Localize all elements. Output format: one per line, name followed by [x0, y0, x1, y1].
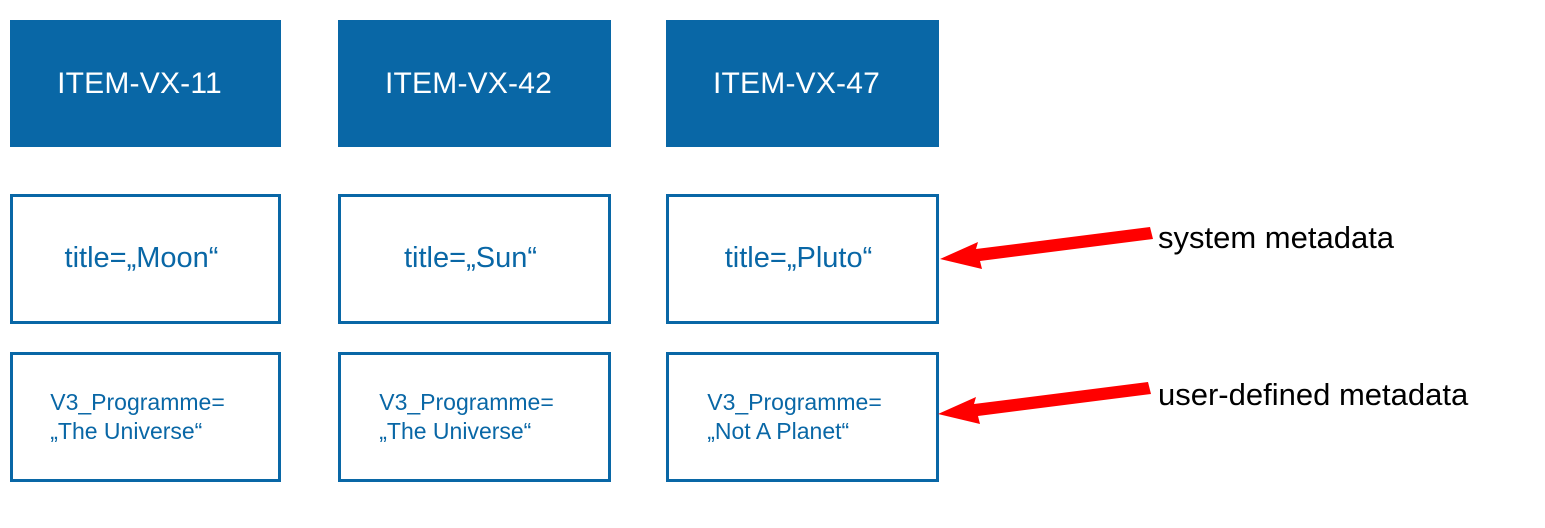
system-metadata-label-1: title=„Moon“ — [64, 242, 219, 275]
system-metadata-label-3: title=„Pluto“ — [724, 242, 873, 275]
system-metadata-box-1[interactable]: title=„Moon“ — [10, 194, 281, 324]
item-header-label-3: ITEM-VX-47 — [712, 66, 881, 100]
annotation-text-system-metadata: system metadata — [1158, 220, 1395, 255]
item-header-box-3[interactable]: ITEM-VX-47 — [666, 20, 939, 147]
system-metadata-box-3[interactable]: title=„Pluto“ — [666, 194, 939, 324]
user-metadata-box-2[interactable]: V3_Programme= „The Universe“ — [338, 352, 611, 482]
annotation-text-user-metadata: user-defined metadata — [1158, 377, 1469, 412]
item-header-box-1[interactable]: ITEM-VX-11 — [10, 20, 281, 147]
user-metadata-box-1[interactable]: V3_Programme= „The Universe“ — [10, 352, 281, 482]
item-header-box-2[interactable]: ITEM-VX-42 — [338, 20, 611, 147]
left-arrow-icon-user — [938, 382, 1151, 424]
annotation-label-system-metadata: system metadata — [1158, 222, 1394, 253]
system-metadata-label-2: title=„Sun“ — [404, 242, 537, 275]
system-metadata-box-2[interactable]: title=„Sun“ — [338, 194, 611, 324]
annotation-label-user-metadata: user-defined metadata — [1158, 379, 1468, 410]
user-metadata-label-2: V3_Programme= „The Universe“ — [379, 388, 554, 444]
user-metadata-label-1: V3_Programme= „The Universe“ — [50, 388, 225, 444]
left-arrow-icon-system — [940, 227, 1153, 269]
user-metadata-label-3: V3_Programme= „Not A Planet“ — [707, 388, 882, 444]
item-header-label-1: ITEM-VX-11 — [57, 66, 222, 100]
user-metadata-box-3[interactable]: V3_Programme= „Not A Planet“ — [666, 352, 939, 482]
item-header-label-2: ITEM-VX-42 — [384, 66, 553, 100]
